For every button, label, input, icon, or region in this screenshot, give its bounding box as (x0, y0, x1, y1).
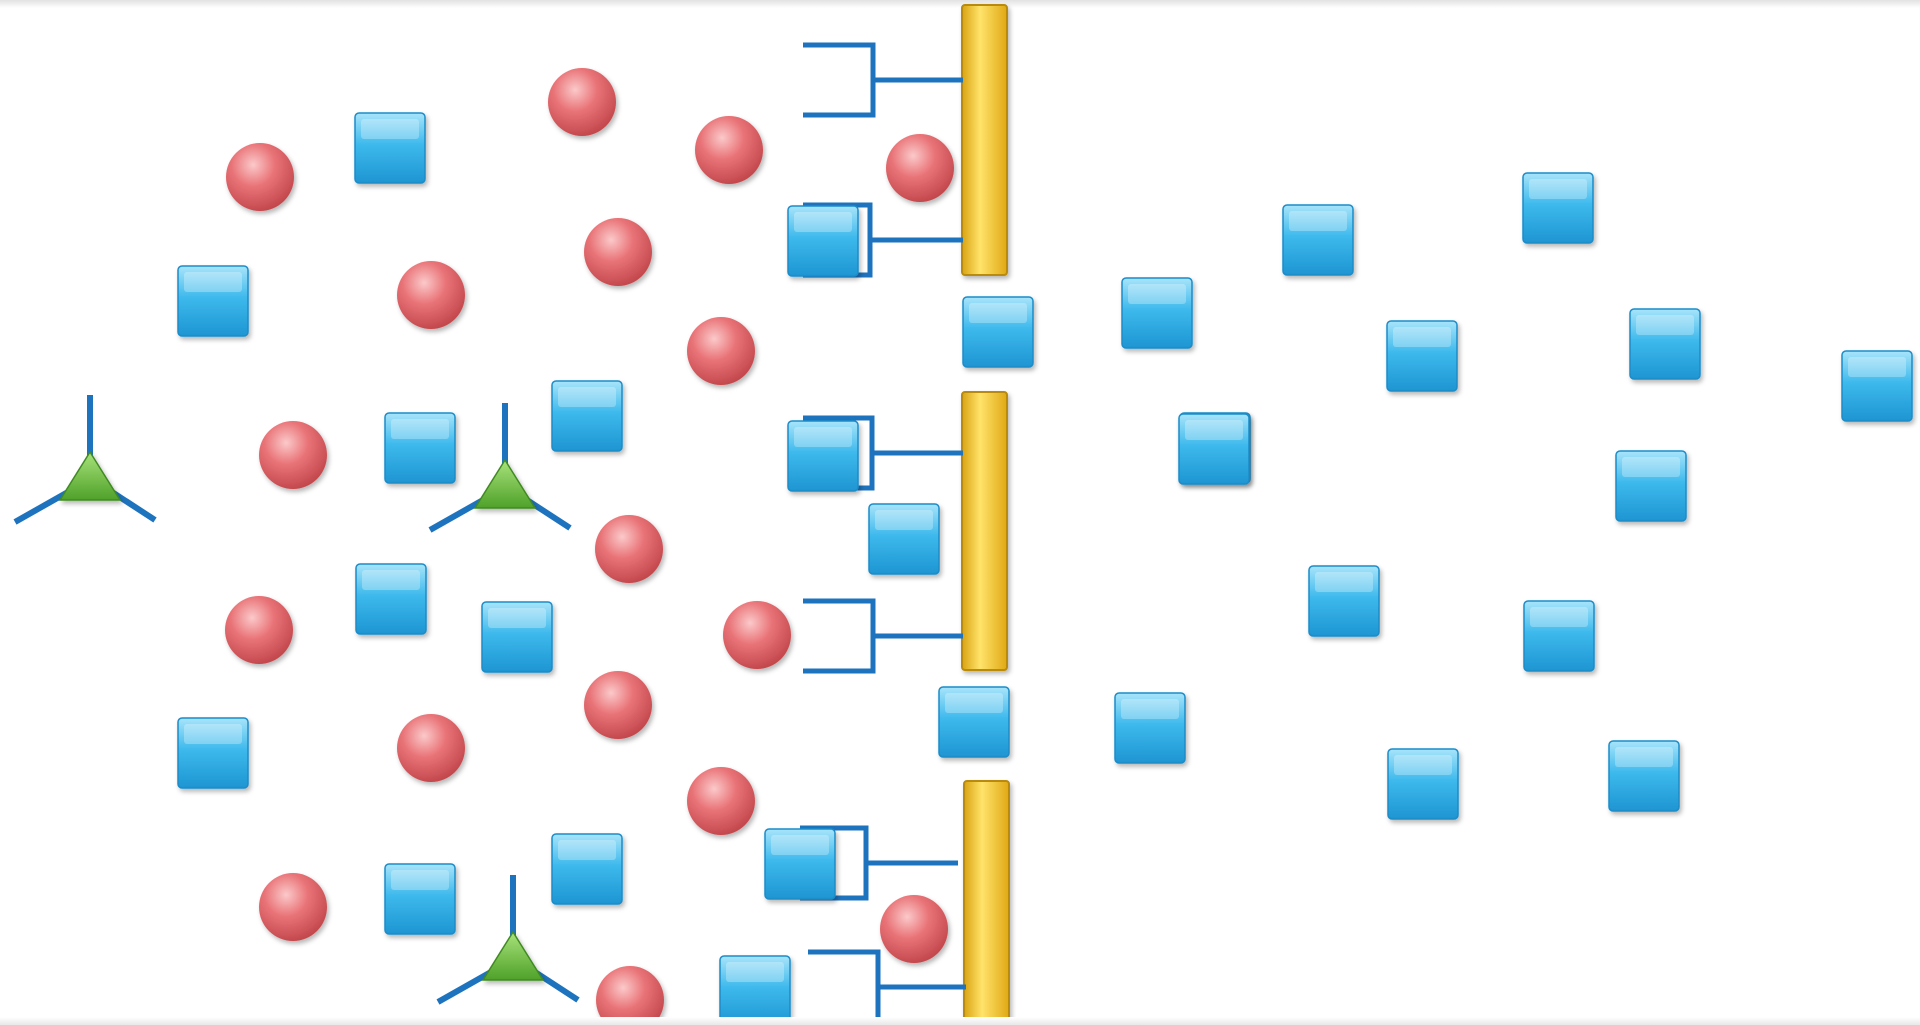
blue-cube-highlight (1394, 755, 1452, 775)
blue-cube-molecule (938, 686, 1010, 758)
blue-cube-highlight (969, 303, 1027, 323)
blue-cube-highlight (771, 835, 829, 855)
blue-cube-highlight (1315, 572, 1373, 592)
blue-cube-highlight (184, 724, 242, 744)
blue-cube-highlight (488, 608, 546, 628)
red-sphere-molecule (226, 143, 294, 211)
red-sphere-molecule (596, 966, 664, 1025)
blue-cube-highlight (1393, 327, 1451, 347)
blue-cube-highlight (558, 840, 616, 860)
blue-cube-highlight (1848, 357, 1906, 377)
ligand-arm (533, 969, 580, 1003)
red-sphere-molecule (695, 116, 763, 184)
blue-cube-molecule (177, 265, 249, 337)
blue-cube-highlight (1185, 420, 1243, 440)
blue-cube-molecule (551, 833, 623, 905)
blue-cube-molecule (1308, 565, 1380, 637)
blue-cube-molecule (384, 412, 456, 484)
blue-cube-highlight (1622, 457, 1680, 477)
red-sphere-molecule (687, 767, 755, 835)
blue-cube-molecule (1629, 308, 1701, 380)
ligand-arm (110, 489, 157, 523)
blue-cube-molecule (1615, 450, 1687, 522)
blue-cube-molecule (764, 828, 836, 900)
blue-cube-highlight (391, 419, 449, 439)
receptor-binding-site (808, 949, 966, 1025)
trivalent-ligand (436, 875, 580, 1005)
blue-cube-molecule (1523, 600, 1595, 672)
blue-cube-highlight (875, 510, 933, 530)
bottom-border (0, 1017, 1920, 1025)
membrane-segment (961, 4, 1008, 276)
ligand-arm (525, 497, 572, 531)
trivalent-ligand (428, 403, 572, 533)
receptor-binding-site (803, 42, 963, 118)
blue-cube-molecule (719, 955, 791, 1025)
top-border (0, 0, 1920, 8)
blue-cube-highlight (1529, 179, 1587, 199)
blue-cube-molecule (177, 717, 249, 789)
green-triangle-core (473, 458, 537, 509)
red-sphere-molecule (397, 714, 465, 782)
red-sphere-molecule (723, 601, 791, 669)
membrane-layer (961, 4, 1010, 1025)
red-sphere-molecule (225, 596, 293, 664)
red-sphere-molecule (548, 68, 616, 136)
blue-cube-highlight (1289, 211, 1347, 231)
blue-cube-highlight (794, 212, 852, 232)
blue-cube-molecule (787, 205, 859, 277)
blue-cube-highlight (726, 962, 784, 982)
red-sphere-molecule (259, 873, 327, 941)
blue-cube-highlight (184, 272, 242, 292)
blue-cube-highlight (361, 119, 419, 139)
blue-cube-highlight (945, 693, 1003, 713)
red-sphere-molecule (687, 317, 755, 385)
ligand-arm (13, 489, 70, 525)
blue-cube-molecule (1608, 740, 1680, 812)
ligand-arm (428, 497, 485, 533)
blue-cube-molecule (962, 296, 1034, 368)
blue-cube-molecule (1387, 748, 1459, 820)
blue-cube-molecule (354, 112, 426, 184)
blue-cube-molecule (1121, 277, 1193, 349)
green-triangle-core (58, 450, 122, 501)
red-sphere-molecule (886, 134, 954, 202)
blue-cube-molecule (1178, 413, 1250, 485)
blue-cube-molecule (1282, 204, 1354, 276)
blue-cube-highlight (362, 570, 420, 590)
red-sphere-molecule (584, 218, 652, 286)
receptor-binding-site (803, 598, 963, 674)
blue-cube-molecule (1114, 692, 1186, 764)
green-triangle-core (481, 930, 545, 981)
blue-cube-molecule (481, 601, 553, 673)
blue-cube-molecule (355, 563, 427, 635)
blue-cube-highlight (1636, 315, 1694, 335)
membrane-segment (963, 780, 1010, 1025)
blue-cube-highlight (794, 427, 852, 447)
red-sphere-molecule (880, 895, 948, 963)
trivalent-ligand (13, 395, 157, 525)
red-sphere-molecule (397, 261, 465, 329)
blue-cube-highlight (391, 870, 449, 890)
membrane-segment (961, 391, 1008, 671)
blue-cube-molecule (1386, 320, 1458, 392)
blue-cube-molecule (787, 420, 859, 492)
red-sphere-molecule (595, 515, 663, 583)
blue-cube-molecule (1841, 350, 1913, 422)
blue-cube-highlight (1128, 284, 1186, 304)
ligand-arm (436, 969, 493, 1005)
blue-cube-highlight (558, 387, 616, 407)
blue-cube-molecule (1522, 172, 1594, 244)
particle-layer (13, 68, 1913, 1025)
red-sphere-molecule (259, 421, 327, 489)
blue-cube-molecule (868, 503, 940, 575)
blue-cube-highlight (1121, 699, 1179, 719)
blue-cube-molecule (551, 380, 623, 452)
red-sphere-molecule (584, 671, 652, 739)
blue-cube-highlight (1530, 607, 1588, 627)
blue-cube-highlight (1615, 747, 1673, 767)
blue-cube-molecule (384, 863, 456, 935)
